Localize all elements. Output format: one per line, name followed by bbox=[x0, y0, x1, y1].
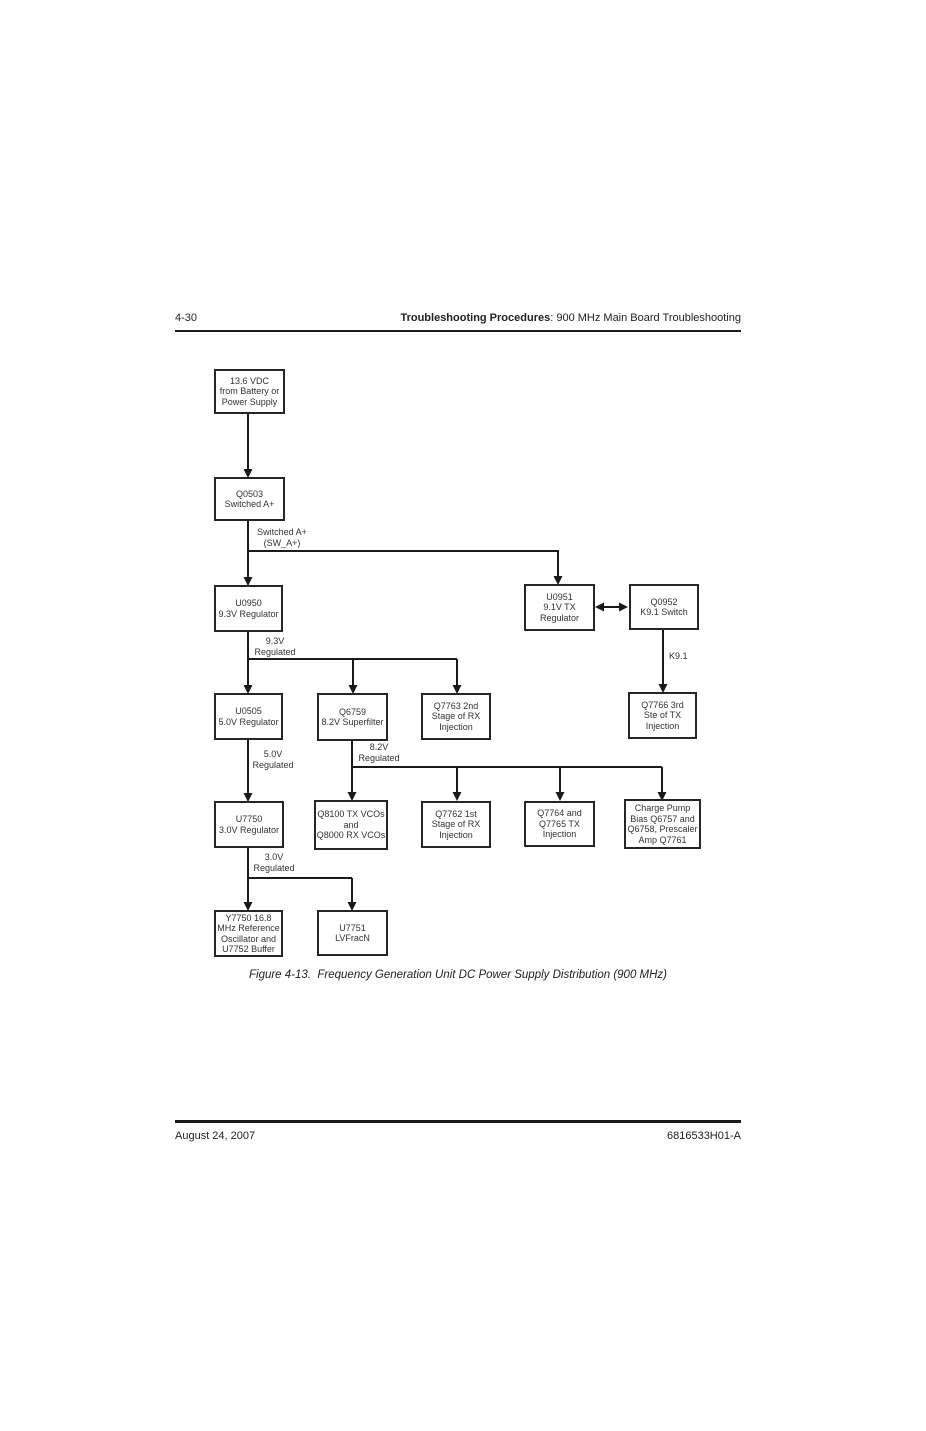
page-number: 4-30 bbox=[175, 312, 198, 324]
label-5-0v-regulated: 5.0V Regulated bbox=[252, 749, 294, 770]
connector-q0952-to-q7766 bbox=[658, 630, 668, 693]
block-q7762-rx-injection-1st: Q7762 1st Stage of RX Injection bbox=[421, 801, 491, 848]
label-k9-1: K9.1 bbox=[669, 651, 688, 661]
footer-rule bbox=[175, 1120, 741, 1123]
block-u7750-3-0v-regulator: U7750 3.0V Regulator bbox=[214, 801, 284, 848]
connector-sw-a-plus-to-u0951 bbox=[248, 550, 563, 585]
figure-caption: Figure 4-13. Frequency Generation Unit D… bbox=[248, 969, 667, 981]
block-q0952-k9-1-switch: Q0952 K9.1 Switch bbox=[629, 584, 699, 630]
connector-battery-to-q0503 bbox=[243, 413, 253, 478]
header-section-rest: : 900 MHz Main Board Troubleshooting bbox=[550, 312, 741, 324]
block-battery-supply: 13.6 VDC from Battery or Power Supply bbox=[214, 369, 285, 414]
block-u0950-9-3v-regulator: U0950 9.3V Regulator bbox=[214, 585, 283, 632]
block-q8100-q8000-vcos: Q8100 TX VCOs and Q8000 RX VCOs bbox=[314, 800, 388, 850]
label-switched-a-plus: Switched A+ (SW_A+) bbox=[257, 527, 307, 548]
footer-date: August 24, 2007 bbox=[175, 1130, 256, 1142]
header-title: Troubleshooting Procedures: 900 MHz Main… bbox=[400, 311, 741, 325]
block-u7751-lvfracn: U7751 LVFracN bbox=[317, 910, 388, 956]
block-q7763-rx-injection-2nd: Q7763 2nd Stage of RX Injection bbox=[421, 693, 491, 740]
block-q7764-q7765-tx-injection: Q7764 and Q7765 TX Injection bbox=[524, 801, 595, 847]
block-y7750-reference-oscillator: Y7750 16.8 MHz Reference Oscillator and … bbox=[214, 910, 283, 957]
block-u0505-5-0v-regulator: U0505 5.0V Regulator bbox=[214, 693, 283, 740]
label-3-0v-regulated: 3.0V Regulated bbox=[253, 852, 295, 873]
label-9-3v-regulated: 9.3V Regulated bbox=[254, 636, 296, 657]
block-q7766-tx-injection-3rd: Q7766 3rd Ste of TX Injection bbox=[628, 692, 697, 739]
header-rule bbox=[175, 330, 741, 332]
connector-u0951-q0952-bidirectional bbox=[595, 602, 628, 612]
footer-part-number: 6816533H01-A bbox=[666, 1130, 741, 1142]
block-q0503-switched-a-plus: Q0503 Switched A+ bbox=[214, 477, 285, 521]
label-8-2v-regulated: 8.2V Regulated bbox=[358, 742, 400, 763]
page-footer: August 24, 2007 6816533H01-A bbox=[175, 1129, 741, 1143]
block-q6759-superfilter: Q6759 8.2V Superfilter bbox=[317, 693, 388, 741]
page-header: 4-30 Troubleshooting Procedures: 900 MHz… bbox=[175, 311, 741, 325]
block-charge-pump-bias-prescaler: Charge Pump Bias Q6757 and Q6758, Presca… bbox=[624, 799, 701, 849]
header-section-bold: Troubleshooting Procedures bbox=[400, 312, 551, 324]
block-u0951-9-1v-tx-regulator: U0951 9.1V TX Regulator bbox=[524, 584, 595, 631]
